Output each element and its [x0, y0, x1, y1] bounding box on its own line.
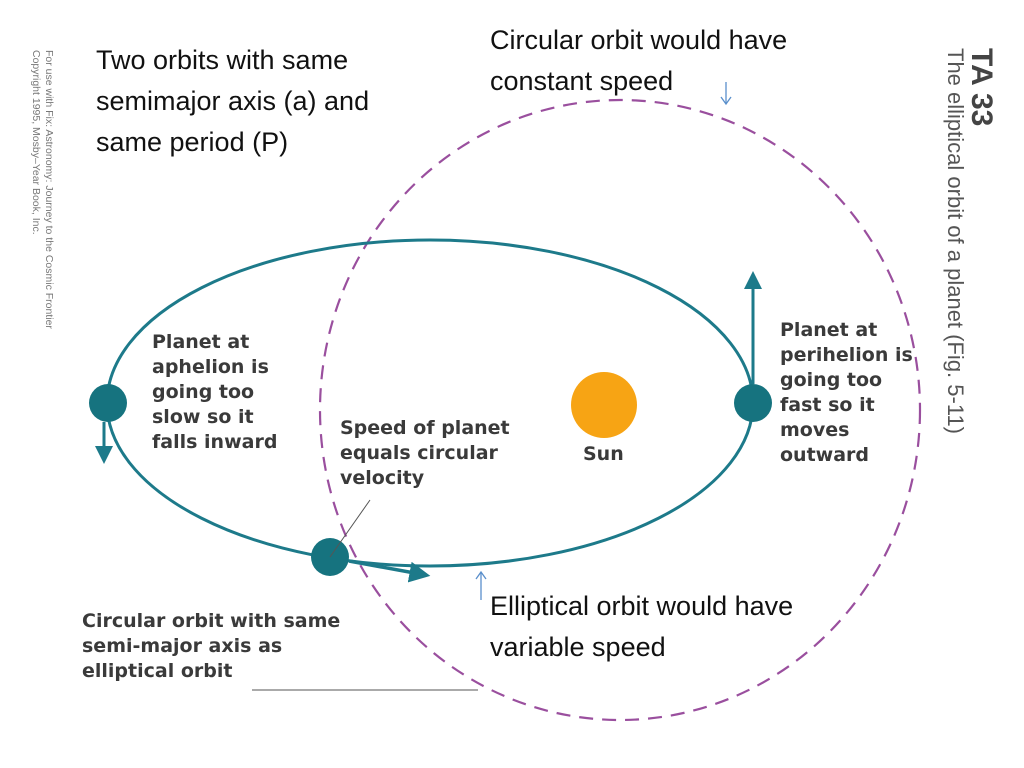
speed-label-leader-line — [329, 499, 371, 558]
variable-speed-pointer-icon — [475, 570, 487, 600]
two-orbits-note-line: same period (P) — [96, 127, 289, 157]
figure-caption: The elliptical orbit of a planet (Fig. 5… — [943, 48, 968, 434]
elliptical-variable-note: Elliptical orbit would have variable spe… — [490, 586, 793, 668]
two-orbits-note-line: semimajor axis (a) and — [96, 86, 370, 116]
speed-equals-circular-label: Speed of planet equals circular velocity — [340, 416, 510, 491]
perihelion-label-line: perihelion is — [780, 344, 913, 366]
aphelion-label-line: aphelion is — [152, 356, 269, 378]
circular-same-axis-label-line: semi-major axis as — [82, 635, 283, 657]
credit-line-2: Copyright 1995, Mosby–Year Book, Inc. — [30, 50, 42, 235]
perihelion-planet-icon — [734, 384, 772, 422]
elliptical-variable-note-line: variable speed — [490, 632, 666, 662]
intersection-velocity-arrow-icon — [348, 559, 431, 583]
aphelion-label-line: going too — [152, 381, 255, 403]
perihelion-label-line: moves — [780, 419, 850, 441]
aphelion-label-line: slow so it — [152, 406, 254, 428]
speed-label-line: equals circular — [340, 442, 498, 464]
two-orbits-note-line: Two orbits with same — [96, 45, 349, 75]
aphelion-label-line: Planet at — [152, 331, 250, 353]
aphelion-planet-icon — [89, 384, 127, 422]
perihelion-label-line: going too — [780, 369, 883, 391]
circular-constant-note: Circular orbit would have constant speed — [490, 20, 787, 102]
circular-same-axis-label-line: elliptical orbit — [82, 660, 233, 682]
perihelion-label-line: outward — [780, 444, 870, 466]
aphelion-label: Planet at aphelion is going too slow so … — [152, 330, 277, 455]
figure-ta-label: TA 33 — [965, 48, 998, 127]
circular-same-axis-label-line: Circular orbit with same — [82, 610, 341, 632]
circular-orbit — [318, 98, 922, 722]
sun-label: Sun — [583, 443, 624, 465]
perihelion-label: Planet at perihelion is going too fast s… — [780, 318, 913, 468]
speed-label-line: Speed of planet — [340, 417, 510, 439]
credit-line-1: For use with Fix: Astronomy: Journey to … — [43, 50, 55, 329]
circular-constant-note-line: constant speed — [490, 66, 674, 96]
circular-same-axis-label: Circular orbit with same semi-major axis… — [82, 609, 340, 684]
elliptical-variable-note-line: Elliptical orbit would have — [490, 591, 794, 621]
sun-icon — [571, 372, 637, 438]
speed-label-line: velocity — [340, 467, 425, 489]
perihelion-label-line: fast so it — [780, 394, 875, 416]
aphelion-label-line: falls inward — [152, 431, 278, 453]
circular-constant-note-line: Circular orbit would have — [490, 25, 788, 55]
two-orbits-note: Two orbits with same semimajor axis (a) … — [96, 40, 369, 163]
perihelion-label-line: Planet at — [780, 319, 878, 341]
constant-speed-pointer-icon — [720, 82, 732, 106]
